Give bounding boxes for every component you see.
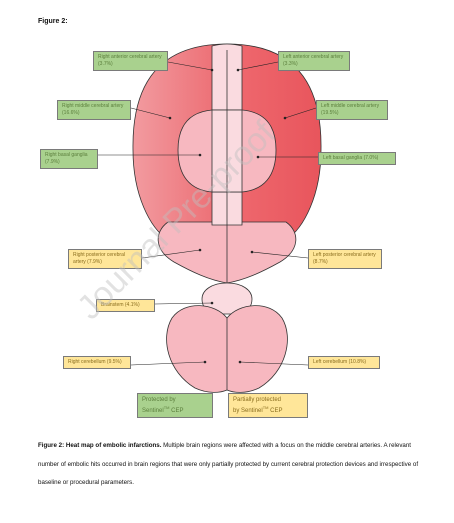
- caption-body: Multiple brain regions were affected wit…: [38, 442, 419, 486]
- label-right-posterior: Right posterior cerebral artery (7.9%): [68, 249, 142, 269]
- label-brainstem: Brainstem (4.1%): [96, 299, 155, 312]
- label-left-posterior: Left posterior cerebral artery (8.7%): [308, 249, 382, 269]
- legend-protected-line1: Protected by: [142, 397, 176, 403]
- label-left-cerebellum: Left cerebellum (10.8%): [308, 356, 380, 369]
- legend-partial-sentinel: by Sentinel: [233, 408, 263, 414]
- legend-partial-tm: TM: [262, 405, 269, 410]
- caption-title: Figure 2: Heat map of embolic infarction…: [38, 442, 162, 449]
- legend-protected-cep: CEP: [169, 408, 184, 414]
- figure-label: Figure 2:: [38, 18, 68, 25]
- legend-protected: Protected by SentinelTM CEP: [137, 393, 213, 418]
- label-left-middle: Left middle cerebral artery (19.5%): [316, 100, 388, 120]
- label-left-basal: Left basal ganglia (7.0%): [318, 152, 396, 165]
- label-right-anterior: Right anterior cerebral artery (3.7%): [93, 51, 168, 71]
- legend-partial-cep: CEP: [268, 408, 283, 414]
- legend-partial: Partially protected by SentinelTM CEP: [228, 393, 308, 418]
- legend-protected-sentinel: Sentinel: [142, 408, 164, 414]
- brainstem: [201, 282, 253, 315]
- legend-protected-tm: TM: [163, 405, 170, 410]
- label-left-anterior: Left anterior cerebral artery (3.3%): [278, 51, 350, 71]
- figure-caption: Figure 2: Heat map of embolic infarction…: [38, 437, 428, 493]
- legend-partial-line1: Partially protected: [233, 397, 282, 403]
- label-right-middle: Right middle cerebral artery (16.6%): [57, 100, 131, 120]
- label-right-basal: Right basal ganglia (7.9%): [40, 149, 98, 169]
- label-right-cerebellum: Right cerebellum (9.5%): [63, 356, 131, 369]
